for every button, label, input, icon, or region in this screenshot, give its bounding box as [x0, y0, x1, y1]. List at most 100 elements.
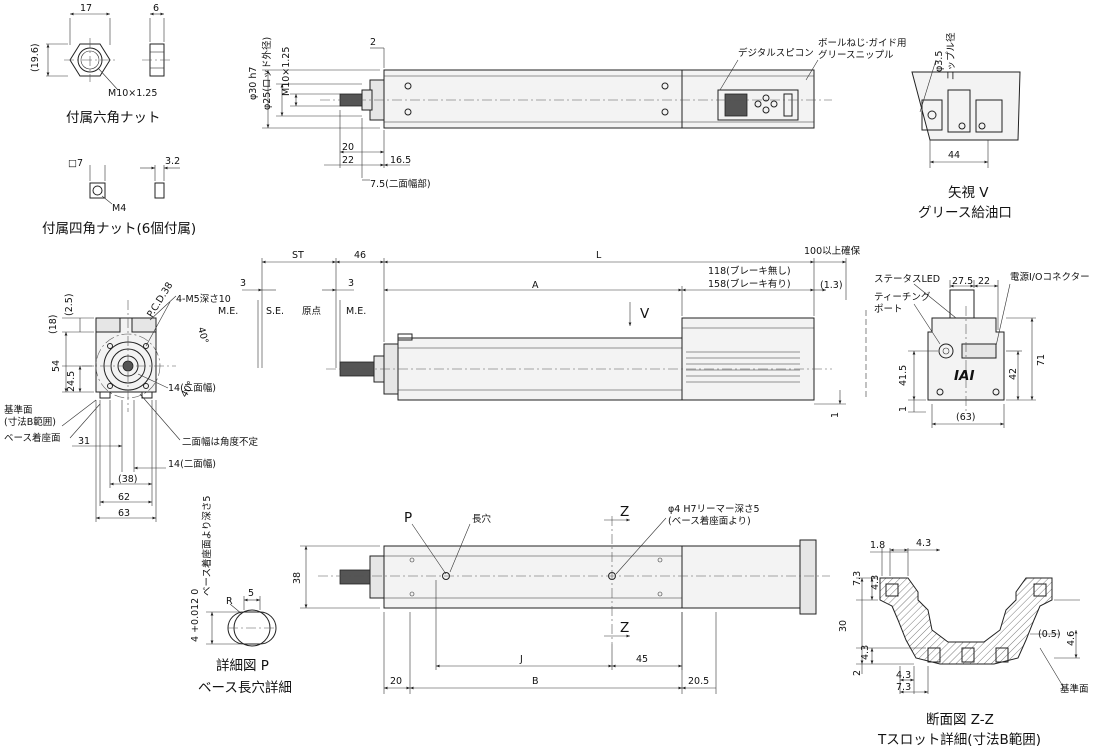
- front-118-dim: 118(ブレーキ無し): [708, 265, 791, 277]
- square-nut-caption: 付属四角ナット(6個付属): [42, 221, 196, 237]
- front-a-dim: A: [532, 280, 539, 291]
- right-teach-label-2: ポート: [874, 304, 903, 315]
- bottom-view-drawing: [300, 516, 830, 694]
- top-phi25-dim: φ25(ロッド外径): [261, 37, 273, 110]
- detail-p-5-dim: 5: [248, 588, 254, 599]
- zz-30-dim: 30: [838, 620, 849, 632]
- square-nut-drawing: [89, 165, 180, 205]
- hex-nut-drawing: [46, 12, 172, 91]
- bottom-p-label: P: [404, 510, 412, 526]
- front-l-dim: L: [596, 250, 602, 261]
- front-3a-dim: 3: [240, 278, 246, 289]
- bottom-j-dim: J: [519, 654, 523, 665]
- detail-p-caption-1: 詳細図 P: [216, 658, 269, 674]
- right-teach-label-1: ティーチング: [874, 291, 931, 303]
- bottom-slot-label: 長穴: [472, 513, 492, 525]
- zz-4-6-dim: 4.6: [1066, 631, 1077, 646]
- right-63-dim: (63): [956, 412, 976, 423]
- left-14a-dim: 14(二面幅): [168, 382, 216, 394]
- left-40a-dim: 40°: [195, 326, 210, 345]
- left-24-5-dim: 24.5: [66, 371, 77, 392]
- front-origin-label: 原点: [302, 306, 322, 317]
- bottom-z1-label: Z: [620, 504, 629, 520]
- bottom-z2-label: Z: [620, 620, 629, 636]
- top-22-dim: 22: [342, 155, 354, 166]
- right-22-dim: 22: [978, 276, 990, 287]
- right-power-label: 電源I/Oコネクター: [1010, 272, 1090, 283]
- left-63-dim: 63: [118, 508, 130, 519]
- hex-nut-width-dim: 17: [80, 3, 92, 14]
- iai-logo: IAI: [954, 368, 975, 384]
- left-18-dim: (18): [48, 314, 59, 334]
- hex-nut-caption: 付属六角ナット: [66, 110, 161, 126]
- square-nut-size-dim: □7: [68, 158, 83, 169]
- right-27-5-dim: 27.5: [952, 276, 973, 287]
- right-42-dim: 42: [1008, 368, 1019, 380]
- top-2-dim: 2: [370, 37, 376, 48]
- section-zz-drawing: [856, 548, 1080, 694]
- left-twoface-label: 二面幅は角度不定: [182, 436, 259, 448]
- left-38-dim: (38): [118, 474, 138, 485]
- right-71-dim: 71: [1036, 354, 1047, 366]
- front-st-dim: ST: [292, 250, 304, 261]
- front-view-drawing: [242, 258, 867, 405]
- front-3b-dim: 3: [348, 278, 354, 289]
- right-end-view-drawing: [908, 280, 1036, 428]
- left-31-dim: 31: [78, 436, 90, 447]
- detail-p-drawing: [206, 596, 277, 647]
- left-m5-dim: 4-M5深さ10: [176, 294, 231, 305]
- front-me1-label: M.E.: [218, 306, 238, 317]
- bottom-hole-label-1: φ4 H7リーマー深さ5: [668, 504, 760, 515]
- detail-p-depth-dim: ベース着座面より深さ5: [201, 496, 213, 596]
- detail-p-r-dim: R: [226, 596, 233, 607]
- right-41-5-dim: 41.5: [898, 365, 909, 386]
- hex-nut-thread-label: M10×1.25: [108, 88, 157, 99]
- grease-label-line2: グリースニップル: [818, 49, 894, 61]
- hex-nut-thickness-dim: 6: [153, 3, 159, 14]
- spicon-label: デジタルスピコン: [738, 47, 814, 59]
- square-nut-thickness-dim: 3.2: [165, 156, 180, 167]
- top-view-drawing: [262, 47, 832, 181]
- detail-p-caption-2: ベース長穴詳細: [198, 680, 292, 696]
- view-v-drawing: [911, 59, 1021, 168]
- right-1-dim: 1: [898, 406, 909, 412]
- zz-base-label: 基準面: [1060, 683, 1089, 695]
- view-v-caption-1: 矢視 V: [948, 185, 989, 201]
- zz-1-8-dim: 1.8: [870, 540, 885, 551]
- front-1-dim: 1: [830, 412, 841, 418]
- front-158-dim: 158(ブレーキ有り): [708, 278, 791, 290]
- front-v-arrow-label: V: [640, 306, 650, 322]
- left-base-label-1: 基準面: [4, 404, 33, 416]
- zz-4-3a-dim: 4.3: [916, 538, 931, 549]
- view-v-phi35-dim: φ3.5: [934, 51, 945, 72]
- hex-nut-height-dim: (19.6): [30, 43, 41, 72]
- zz-4-3d-dim: 4.3: [896, 670, 911, 681]
- zz-caption-1: 断面図 Z-Z: [926, 712, 994, 728]
- zz-7-3b-dim: 7.3: [896, 682, 911, 693]
- left-54-dim: 54: [51, 360, 62, 372]
- zz-7-3a-dim: 7.3: [852, 571, 863, 586]
- front-100-dim: 100以上確保: [804, 245, 861, 257]
- front-se-label: S.E.: [266, 306, 284, 317]
- bottom-b-dim: B: [532, 676, 539, 687]
- right-status-label: ステータスLED: [874, 274, 940, 285]
- top-phi30-dim: φ30 h7: [248, 67, 259, 100]
- left-base-label-2: (寸法B範囲): [4, 416, 56, 428]
- left-pcd-dim: P.C.D.38: [145, 280, 175, 319]
- bottom-20-5-dim: 20.5: [688, 676, 709, 687]
- top-16-5-dim: 16.5: [390, 155, 411, 166]
- left-base-label-3: ベース着座面: [4, 432, 61, 444]
- left-14b-dim: 14(二面幅): [168, 458, 216, 470]
- grease-label-line1: ボールねじ·ガイド用: [818, 38, 907, 49]
- zz-4-3b-dim: 4.3: [870, 575, 881, 590]
- bottom-45-dim: 45: [636, 654, 648, 665]
- view-v-nipple-dim: ニップル径: [945, 32, 957, 80]
- square-nut-thread-label: M4: [112, 203, 126, 214]
- zz-4-3c-dim: 4.3: [860, 645, 871, 660]
- left-2-5-dim: (2.5): [64, 293, 75, 316]
- top-20-dim: 20: [342, 142, 354, 153]
- bottom-20-dim: 20: [390, 676, 402, 687]
- left-end-view-drawing: [61, 295, 181, 522]
- left-62-dim: 62: [118, 492, 130, 503]
